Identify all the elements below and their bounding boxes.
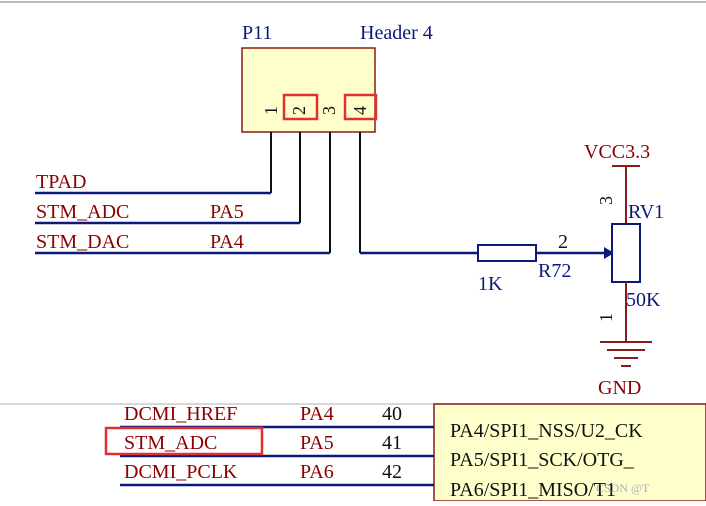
- mcu-row-3-func: PA6/SPI1_MISO/T1: [450, 479, 616, 501]
- mcu-row-2-func: PA5/SPI1_SCK/OTG_: [450, 449, 635, 471]
- resistor-value: 1K: [478, 273, 503, 295]
- header-pin-2: 2: [289, 106, 309, 115]
- mcu-row-3-pin: 42: [382, 461, 402, 483]
- mcu-row-3-port: PA6: [300, 461, 334, 483]
- mcu-row-1-net: DCMI_HREF: [124, 403, 237, 425]
- header-pin-1: 1: [261, 106, 281, 115]
- net-label-pa4: PA4: [210, 231, 244, 253]
- highlight-stm-adc: [104, 426, 264, 456]
- resistor-designator: R72: [538, 260, 571, 282]
- mcu-row-2-net: STM_ADC: [124, 432, 217, 454]
- mcu-row-1-func: PA4/SPI1_NSS/U2_CK: [450, 420, 643, 442]
- net-label-pa5: PA5: [210, 201, 244, 223]
- mcu-row-3-net: DCMI_PCLK: [124, 461, 238, 483]
- wiper-arrow: [604, 247, 614, 259]
- pot-value: 50K: [626, 289, 661, 311]
- pot-rv1-body: [611, 223, 641, 283]
- net-label-stm-adc: STM_ADC: [36, 201, 129, 223]
- header-pin-3: 3: [319, 106, 339, 115]
- resistor-r72-body: [477, 244, 537, 262]
- highlight-pin-2: [282, 93, 319, 121]
- watermark: CSDN @T: [596, 481, 650, 495]
- vcc-label: VCC3.3: [584, 141, 650, 163]
- net-label-stm-dac: STM_DAC: [36, 231, 129, 253]
- pot-designator: RV1: [628, 201, 664, 223]
- pot-pin-wiper-label: 2: [558, 231, 568, 253]
- pot-pin-top: 3: [596, 196, 616, 205]
- mcu-body: [433, 403, 706, 502]
- net-label-tpad: TPAD: [36, 171, 86, 193]
- header-pin-4: 4: [350, 106, 370, 115]
- pot-pin-bottom: 1: [596, 313, 616, 322]
- header-designator: P11: [242, 22, 272, 44]
- header-name: Header 4: [360, 22, 433, 44]
- mcu-row-1-port: PA4: [300, 403, 334, 425]
- mcu-row-2-pin: 41: [382, 432, 402, 454]
- gnd-label: GND: [598, 377, 641, 399]
- highlight-pin-4: [343, 93, 378, 121]
- mcu-row-1-pin: 40: [382, 403, 402, 425]
- mcu-row-2-port: PA5: [300, 432, 334, 454]
